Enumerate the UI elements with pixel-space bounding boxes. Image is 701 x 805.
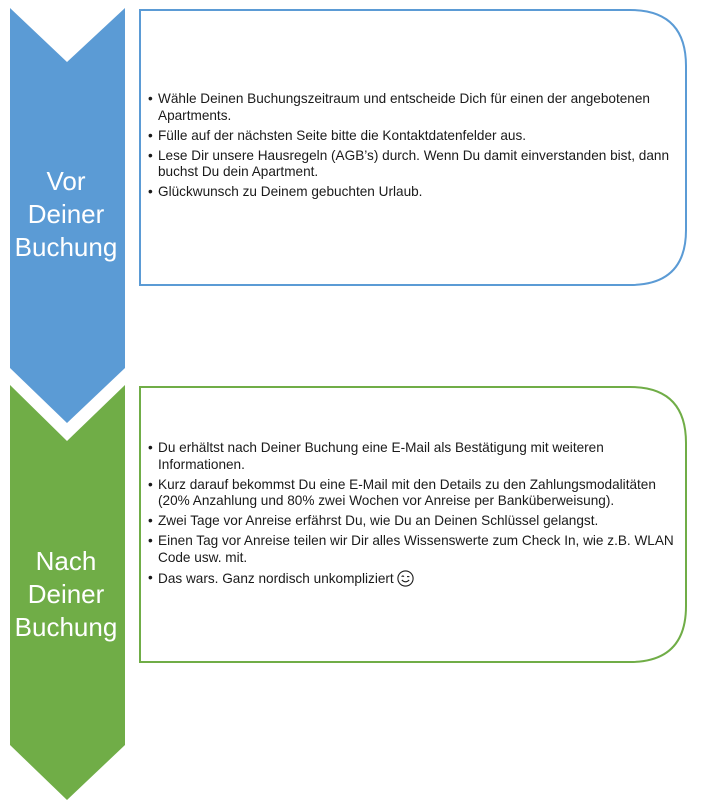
list-item: Wähle Deinen Buchungszeitraum und entsch… bbox=[148, 91, 678, 124]
stage-2-chevron bbox=[10, 385, 125, 800]
list-item: Lese Dir unsere Hausregeln (AGB’s) durch… bbox=[148, 148, 678, 181]
list-item: Kurz darauf bekommst Du eine E-Mail mit … bbox=[148, 477, 678, 510]
list-item: Glückwunsch zu Deinem gebuchten Urlaub. bbox=[148, 184, 678, 201]
list-item: Zwei Tage vor Anreise erfährst Du, wie D… bbox=[148, 513, 678, 530]
list-item-last: Das wars. Ganz nordisch unkompliziert bbox=[148, 570, 678, 592]
stage-1-label-line: Vor bbox=[46, 166, 86, 196]
stage-1-label-line: Deiner bbox=[27, 199, 105, 229]
winking-smiley-icon bbox=[397, 569, 414, 592]
stage-2-label-line: Nach bbox=[35, 546, 97, 576]
stage-1-content: Wähle Deinen Buchungszeitraum und entsch… bbox=[148, 91, 678, 204]
stage-2-label-line: Deiner bbox=[27, 579, 105, 609]
list-item: Du erhältst nach Deiner Buchung eine E-M… bbox=[148, 440, 678, 473]
stage-1-list: Wähle Deinen Buchungszeitraum und entsch… bbox=[148, 91, 678, 201]
stage-1-label: Vor Deiner Buchung bbox=[8, 165, 124, 264]
stage-2-label-line: Buchung bbox=[14, 612, 118, 642]
stage-1-chevron bbox=[10, 8, 125, 423]
stage-2-list: Du erhältst nach Deiner Buchung eine E-M… bbox=[148, 440, 678, 591]
list-item-text: Das wars. Ganz nordisch unkompliziert bbox=[158, 570, 394, 586]
list-item: Fülle auf der nächsten Seite bitte die K… bbox=[148, 128, 678, 145]
list-item: Einen Tag vor Anreise teilen wir Dir all… bbox=[148, 533, 678, 566]
stage-2-content: Du erhältst nach Deiner Buchung eine E-M… bbox=[148, 440, 678, 595]
stage-1-label-line: Buchung bbox=[14, 232, 118, 262]
stage-2-label: Nach Deiner Buchung bbox=[8, 545, 124, 644]
